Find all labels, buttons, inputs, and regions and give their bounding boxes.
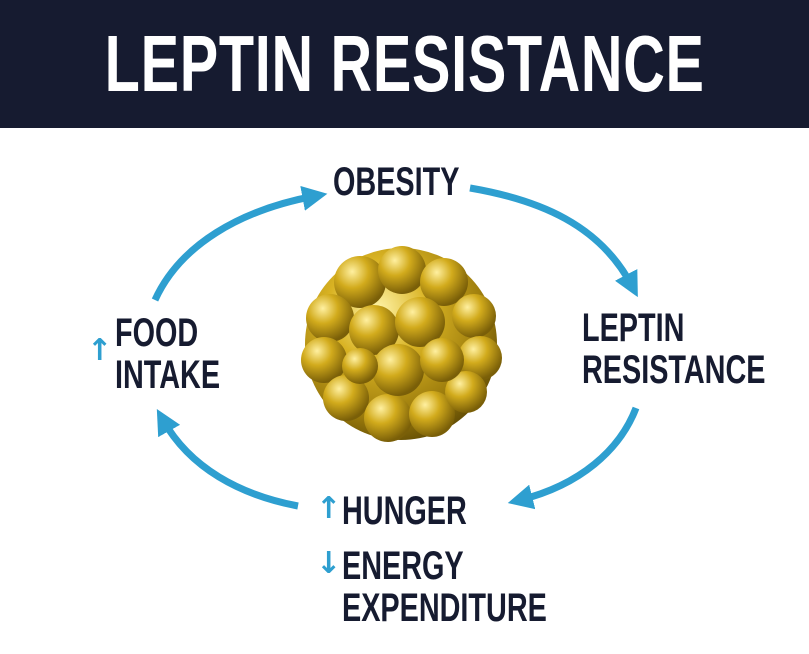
hunger-label: HUNGER [342, 489, 467, 533]
leptin-resistance-label-line1: LEPTIN [582, 306, 685, 350]
fat-cell-icon [301, 246, 502, 442]
page-title: LEPTIN RESISTANCE [104, 19, 705, 108]
energy-down-arrow-icon: ↓ [316, 546, 342, 581]
leptin-resistance-label-line2: RESISTANCE [582, 348, 766, 392]
arrow-hunger-to-food-intake [156, 409, 299, 510]
title-banner: LEPTIN RESISTANCE [0, 0, 809, 128]
food-intake-label-line2: INTAKE [115, 353, 221, 397]
obesity-label: OBESITY [333, 160, 460, 204]
food-intake-label-line1: FOOD [115, 311, 199, 355]
food-intake-up-arrow-icon: ↑ [87, 333, 113, 368]
arrow-food-intake-to-obesity [151, 185, 328, 302]
energy-expenditure-label-line2: EXPENDITURE [342, 586, 547, 630]
hunger-up-arrow-icon: ↑ [316, 491, 342, 526]
energy-expenditure-label-line1: ENERGY [342, 544, 464, 588]
arrow-leptin-resistance-to-hunger [507, 406, 640, 510]
arrow-obesity-to-leptin-resistance [469, 184, 638, 298]
